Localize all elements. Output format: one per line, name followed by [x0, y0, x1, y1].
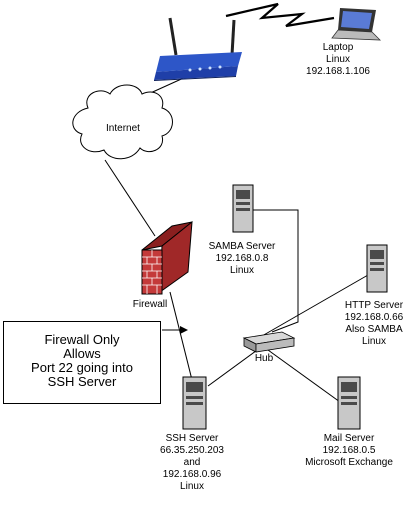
samba-label: SAMBA Server 192.168.0.8 Linux — [200, 241, 284, 277]
http-os: Linux — [362, 336, 386, 347]
hub-label: Hub — [254, 353, 274, 364]
mail-name: Mail Server — [323, 433, 375, 444]
http-name: HTTP Server — [344, 300, 404, 311]
firewall-icon — [141, 220, 193, 295]
connections — [104, 75, 369, 403]
firewall-label: Firewall — [132, 299, 168, 310]
arrowhead — [180, 326, 188, 334]
ssh-name: SSH Server — [165, 433, 219, 444]
laptop-name: Laptop — [322, 42, 354, 53]
note-line-1: Firewall Only — [44, 332, 120, 347]
laptop-icon — [331, 8, 382, 41]
note-line-2: Allows — [63, 346, 101, 361]
note-line-3: Port 22 going into — [31, 360, 133, 375]
ssh-ip-public: 66.35.250.203 — [160, 445, 224, 456]
ssh-os: Linux — [180, 481, 204, 492]
mail-label: Mail Server 192.168.0.5 Microsoft Exchan… — [298, 433, 400, 469]
samba-hub-link — [244, 209, 299, 333]
internet-label: Internet — [106, 123, 140, 134]
http-extra: Also SAMBA — [345, 324, 403, 335]
mail-ip: 192.168.0.5 — [322, 445, 376, 456]
mail-os: Microsoft Exchange — [305, 457, 393, 468]
samba-server-icon — [232, 184, 254, 233]
ssh-ip-private: 192.168.0.96 — [162, 469, 222, 480]
mail-server-icon — [337, 376, 361, 430]
laptop-ip: 192.168.1.106 — [306, 66, 370, 77]
samba-ip: 192.168.0.8 — [215, 253, 269, 264]
laptop-os: Linux — [326, 54, 350, 65]
ssh-and: and — [183, 457, 201, 468]
firewall-note-box: Firewall Only Allows Port 22 going into … — [3, 321, 161, 404]
http-hub-link — [261, 274, 369, 337]
ssh-server-icon — [182, 376, 207, 430]
ssh-hub-link — [207, 347, 261, 387]
firewall-ssh-link — [169, 291, 193, 381]
wireless-link-icon — [225, 2, 335, 28]
internet-cloud-icon — [72, 84, 173, 160]
internet-firewall-link — [104, 159, 156, 237]
http-label: HTTP Server 192.168.0.66 Also SAMBA Linu… — [336, 300, 412, 348]
laptop-label: Laptop Linux 192.168.1.106 — [300, 42, 376, 78]
router-icon — [154, 17, 242, 81]
hub-icon — [242, 331, 296, 353]
mail-hub-link — [267, 349, 341, 403]
note-line-4: SSH Server — [47, 374, 117, 389]
ssh-label: SSH Server 66.35.250.203 and 192.168.0.9… — [148, 433, 236, 493]
samba-os: Linux — [230, 265, 254, 276]
http-server-icon — [366, 244, 388, 293]
http-ip: 192.168.0.66 — [344, 312, 404, 323]
samba-name: SAMBA Server — [208, 241, 276, 252]
